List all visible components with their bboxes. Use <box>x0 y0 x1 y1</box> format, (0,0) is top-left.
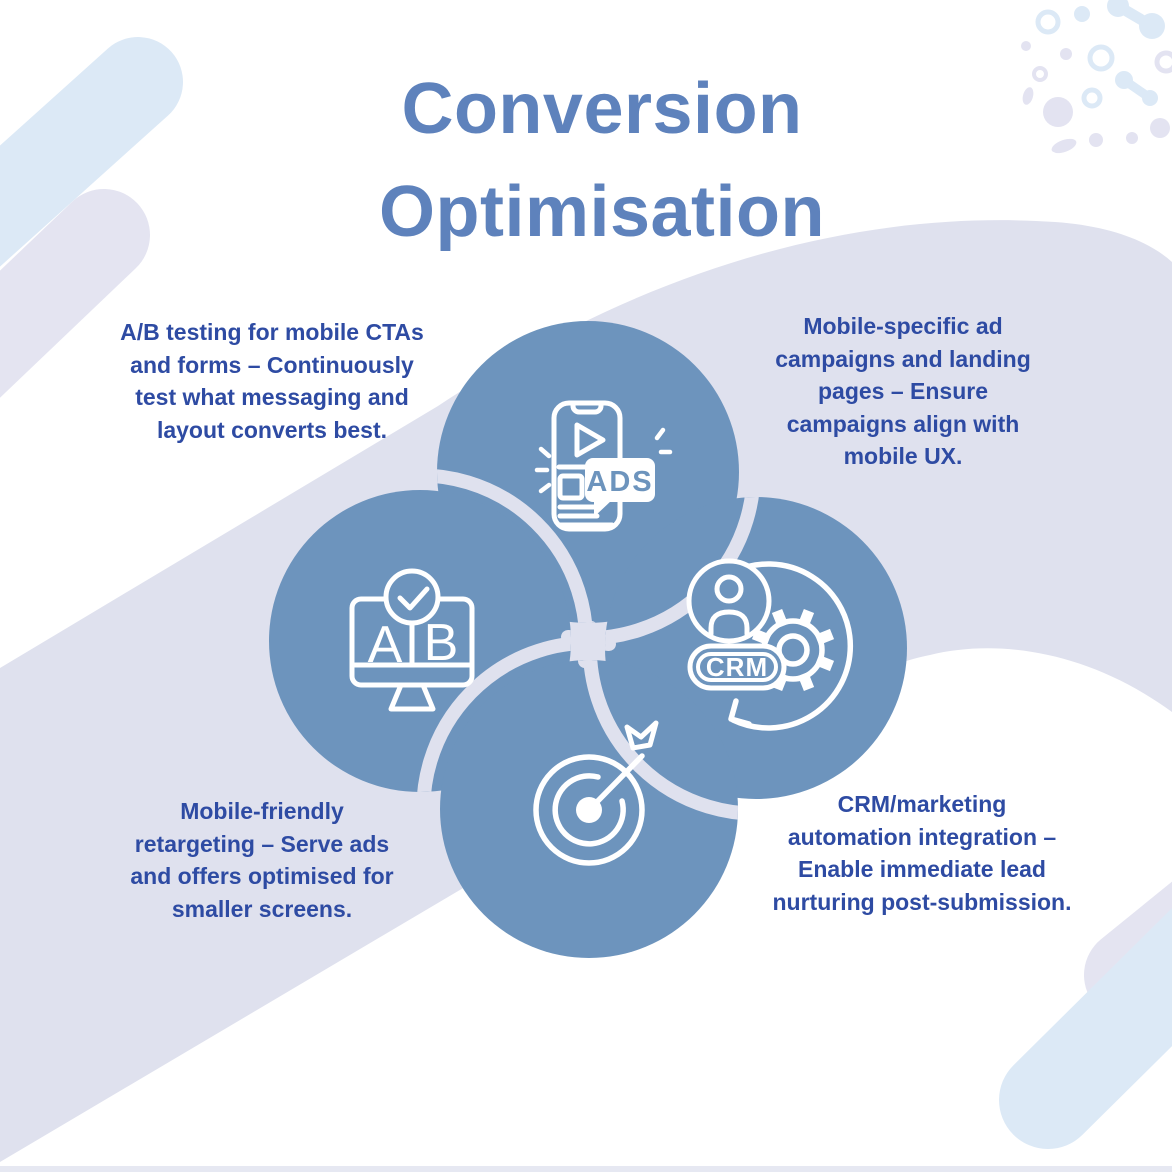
crm-badge-label: CRM <box>706 652 768 682</box>
pill-top-left-lavender <box>0 189 150 398</box>
dart-fletching <box>624 720 659 751</box>
crm-badge: CRM <box>687 643 787 691</box>
retargeting-target-icon <box>533 720 659 866</box>
description-crm-integration: CRM/marketing automation integration – E… <box>772 791 1072 915</box>
description-mobile-campaigns: Mobile-specific ad campaigns and landing… <box>775 313 1031 469</box>
pill-bottom-right-blue <box>999 908 1172 1149</box>
dotted-sphere-decoration <box>1021 0 1172 154</box>
play-icon <box>574 422 606 458</box>
description-mobile-retargeting: Mobile-friendly retargeting – Serve ads … <box>130 798 394 922</box>
mobile-ads-icon: ADS <box>534 400 673 532</box>
page-title: Conversion Optimisation <box>378 69 825 252</box>
check-circle-icon <box>383 568 441 626</box>
check-mark <box>397 586 430 611</box>
refresh-arrow-icon <box>728 561 854 731</box>
sparkle-lines <box>534 427 673 494</box>
bottom-edge-strip <box>0 1166 1172 1172</box>
crm-automation-icon: CRM <box>686 558 854 731</box>
pill-top-left-blue <box>0 37 183 267</box>
ab-test-monitor-icon: A B <box>349 568 475 712</box>
person-icon <box>686 558 772 644</box>
variant-b-label: B <box>424 614 459 672</box>
description-ab-testing: A/B testing for mobile CTAs and forms – … <box>120 319 424 443</box>
ads-speech-bubble: ADS <box>585 458 655 517</box>
ads-badge-label: ADS <box>586 466 653 498</box>
dart-shaft <box>586 753 645 813</box>
variant-a-label: A <box>368 616 403 674</box>
